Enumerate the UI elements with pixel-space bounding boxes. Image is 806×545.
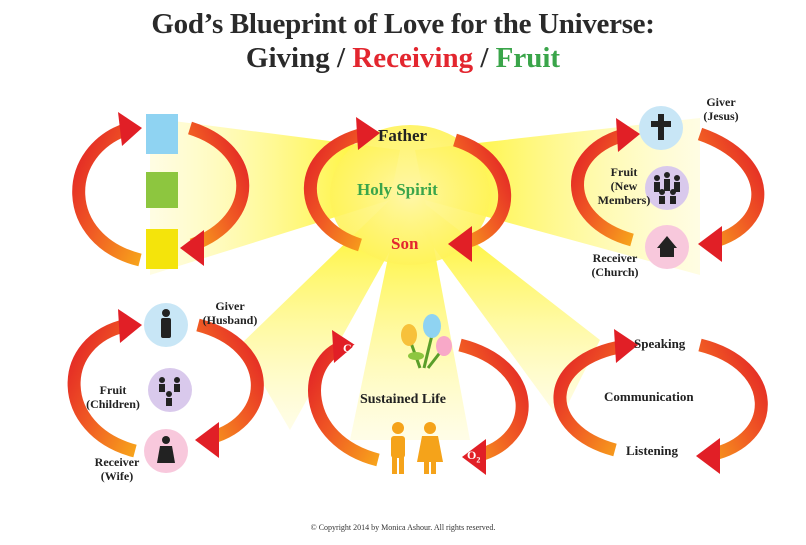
church-fruit-sub2: Members): [597, 192, 651, 207]
o2-subscript: 2: [476, 455, 481, 465]
label-sustained-life: Sustained Life: [360, 392, 446, 407]
arrow-church-left: [571, 127, 634, 247]
label-church-receiver: Receiver (Church): [582, 251, 648, 280]
label-o2: O2: [467, 448, 481, 465]
church-receiver-title: Receiver: [592, 251, 638, 265]
label-family-receiver: Receiver (Wife): [84, 455, 150, 484]
people-group-icon: [654, 172, 680, 204]
church-loop: [571, 106, 765, 269]
title-line-2: Giving / Receiving / Fruit: [0, 42, 806, 75]
family-giver-title: Giver: [215, 299, 245, 313]
co2-text: CO: [343, 341, 361, 355]
arrowhead-church-right: [698, 226, 722, 262]
children-icon: [159, 377, 180, 406]
cross-icon-horizontal: [651, 121, 671, 127]
title-giving: Giving: [245, 42, 330, 74]
title-fruit: Fruit: [495, 42, 561, 74]
arrowhead-family-right: [195, 422, 219, 458]
arrow-left-up: [72, 121, 142, 267]
square-top: [146, 114, 178, 154]
arrow-church-right: [697, 127, 765, 249]
square-bottom: [146, 229, 178, 269]
man-icon: [161, 309, 171, 338]
square-middle: [146, 172, 178, 208]
family-giver-sub: (Husband): [202, 312, 258, 327]
arrow-family-left: [67, 318, 137, 458]
arrowhead-life-right: [462, 439, 486, 475]
beam-lower-mid: [350, 200, 470, 440]
church-fruit-sub1: (New: [610, 178, 638, 193]
arrow-life-left: [308, 339, 380, 467]
label-listening: Listening: [626, 443, 679, 458]
arrowhead-life-left: [332, 330, 355, 363]
church-giver-sub: (Jesus): [703, 108, 739, 123]
woman-icon: [157, 436, 175, 463]
church-giver-title: Giver: [706, 95, 736, 109]
label-church-fruit: Fruit (New Members): [596, 165, 652, 207]
title-line-1: God’s Blueprint of Love for the Universe…: [151, 8, 655, 40]
communication-loop: [553, 329, 768, 474]
arrow-center-left: [304, 126, 370, 252]
trinity-symbol-loop: [72, 112, 250, 269]
label-church-giver: Giver (Jesus): [694, 95, 748, 124]
label-holy-spirit: Holy Spirit: [357, 180, 438, 199]
family-receiver-sub: (Wife): [100, 468, 134, 483]
church-receiver-sub: (Church): [591, 264, 639, 279]
title-receiving: Receiving: [352, 42, 474, 74]
arrowhead-church-left: [616, 118, 640, 152]
people-icon: [391, 422, 443, 474]
family-loop: [67, 303, 264, 473]
label-family-giver: Giver (Husband): [193, 299, 267, 328]
label-son: Son: [391, 234, 419, 253]
center-glow: [330, 125, 490, 265]
life-loop: [308, 314, 529, 475]
arrowhead-comm-left: [614, 329, 638, 363]
arrow-comm-left: [553, 339, 627, 457]
family-receiver-title: Receiver: [94, 455, 140, 469]
arrowhead-comm-right: [696, 438, 720, 474]
family-fruit-title: Fruit: [99, 383, 127, 397]
flowers-icon: [401, 314, 452, 369]
family-fruit-sub: (Children): [86, 396, 140, 411]
label-father: Father: [378, 126, 428, 145]
beam-lower-right: [410, 200, 600, 420]
label-family-fruit: Fruit (Children): [76, 383, 150, 412]
o2-text: O: [467, 448, 477, 462]
children-circle: [148, 368, 192, 412]
title-separator-2: /: [473, 42, 496, 74]
label-speaking: Speaking: [634, 336, 686, 351]
arrowhead-center-left: [356, 117, 380, 150]
arrow-right-down: [187, 121, 250, 252]
arrowhead-family-left: [118, 309, 142, 343]
label-co2: CO2: [343, 341, 365, 358]
arrowhead-center-right: [448, 226, 472, 262]
arrow-center-right: [452, 133, 512, 250]
church-fruit-title: Fruit: [610, 165, 638, 179]
co2-subscript: 2: [361, 348, 365, 358]
copyright-notice: © Copyright 2014 by Monica Ashour. All r…: [310, 523, 496, 532]
arrow-comm-right: [698, 338, 768, 462]
arrow-life-right: [458, 338, 529, 463]
arrowhead-left-up: [118, 112, 142, 146]
trinity-loop: [304, 117, 512, 262]
church-icon: [657, 236, 677, 257]
arrow-family-right: [196, 318, 264, 445]
title-separator-1: /: [329, 42, 353, 74]
label-communication: Communication: [604, 389, 694, 404]
arrowhead-right-down: [180, 230, 204, 266]
